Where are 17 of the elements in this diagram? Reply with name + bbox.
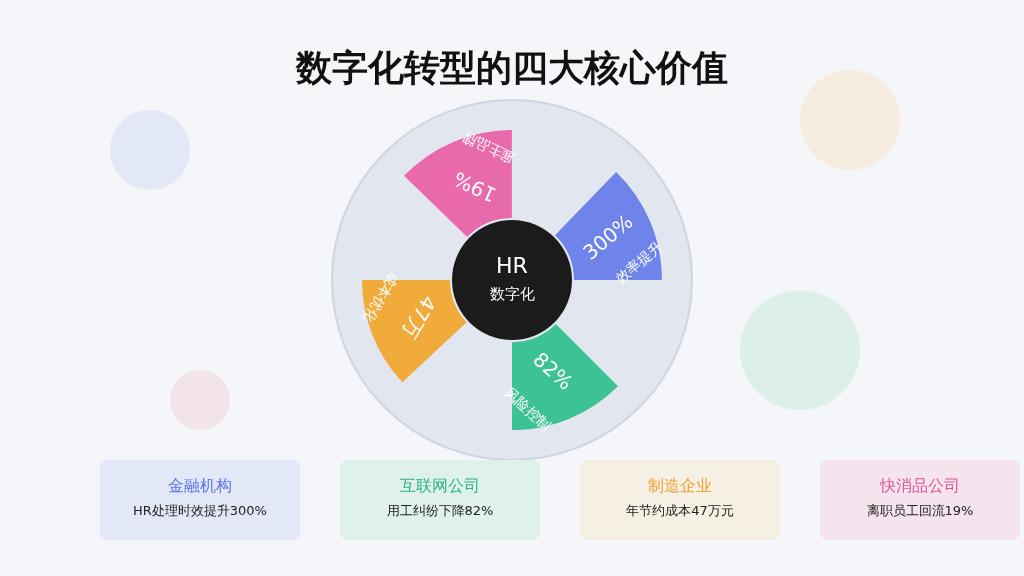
center-label: 数字化 — [489, 286, 535, 303]
card-heading: 金融机构 — [168, 476, 232, 496]
center-heading: HR — [496, 254, 528, 279]
percentage-value: 19% — [450, 168, 499, 206]
percentage-value: 47万 — [399, 292, 440, 343]
card-text: 用工纠纷下降82% — [386, 503, 494, 519]
card-heading: 快消品公司 — [880, 476, 960, 496]
title: 数字化转型的四大核心价值 — [296, 46, 728, 90]
card-text: HR处理时效提升300% — [133, 503, 267, 519]
case-card — [340, 460, 540, 540]
sector-label: 风险控制 — [502, 385, 554, 433]
sector-label: 成本优化 — [360, 270, 402, 326]
card-text: 离职员工回流19% — [866, 503, 974, 519]
card-heading: 制造企业 — [648, 476, 712, 496]
card-heading: 互联网公司 — [400, 476, 480, 496]
card-text: 年节约成本47万元 — [626, 503, 734, 519]
sector-label: 雇主品牌 — [460, 129, 518, 167]
